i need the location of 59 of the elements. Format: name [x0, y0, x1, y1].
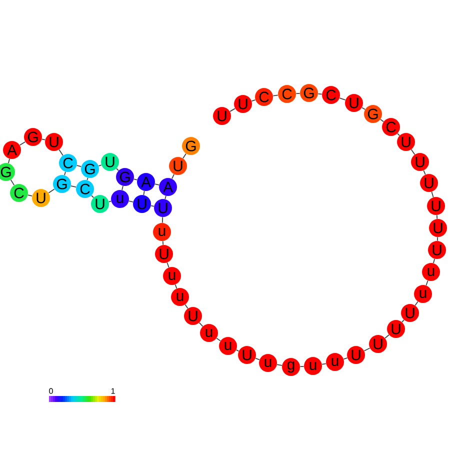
backbone-line [150, 205, 154, 207]
backbone-line [42, 138, 46, 140]
backbone-line [8, 158, 10, 164]
backbone-line [164, 196, 166, 200]
backbone-line [154, 184, 160, 186]
backbone-line [48, 188, 55, 194]
backbone-line [402, 319, 404, 323]
backbone-line [166, 262, 170, 268]
backbone-line [98, 164, 102, 166]
backbone-line [76, 164, 82, 168]
backbone-line [174, 284, 178, 289]
backbone-line [162, 240, 164, 246]
backbone-line [230, 108, 236, 112]
backbone-line [343, 357, 348, 360]
backbone-line [134, 178, 138, 180]
backbone-line [318, 93, 322, 95]
backbone-line [58, 149, 64, 156]
backbone-line [10, 179, 15, 186]
backbone-line [28, 194, 32, 196]
backbone-line [436, 214, 438, 220]
backbone-line [182, 153, 186, 159]
backbone-line [322, 363, 326, 365]
backbone-line [122, 186, 124, 190]
backbone-line [216, 338, 221, 342]
backbone-line [397, 133, 400, 136]
backbone-line [380, 118, 384, 122]
backbone-line [431, 191, 434, 198]
backbone-line [300, 366, 304, 368]
backbone-line [86, 177, 88, 181]
backbone-line [128, 200, 134, 202]
backbone-line [276, 364, 282, 366]
backbone-line [70, 186, 76, 188]
backbone-line [198, 322, 204, 327]
backbone-line [236, 350, 240, 352]
backbone-line [432, 258, 436, 264]
backbone-line [362, 107, 366, 110]
backbone-line [91, 195, 94, 198]
backbone-line [364, 348, 370, 352]
backbone-line [384, 334, 390, 339]
backbone-line [426, 280, 428, 286]
backbone-line [272, 94, 278, 96]
backbone-line [339, 98, 346, 100]
backbone-line [184, 304, 188, 309]
backbone-line [251, 99, 256, 102]
colorbar-tick-label: 0 [49, 388, 53, 394]
backbone-line [296, 92, 300, 94]
backbone-line [19, 141, 26, 146]
backbone-line [410, 149, 416, 155]
backbone-line [436, 236, 438, 242]
backbone-line [64, 171, 66, 176]
backbone-line [143, 190, 145, 196]
backbone-line [255, 358, 260, 360]
colorbar-tick-label: 1 [111, 388, 115, 394]
backbone-line [108, 200, 112, 202]
backbone-line [414, 301, 418, 306]
backbone-line [162, 216, 164, 224]
backbone-line [423, 170, 426, 175]
backbone-line [172, 174, 174, 180]
backbone-line [116, 168, 119, 171]
